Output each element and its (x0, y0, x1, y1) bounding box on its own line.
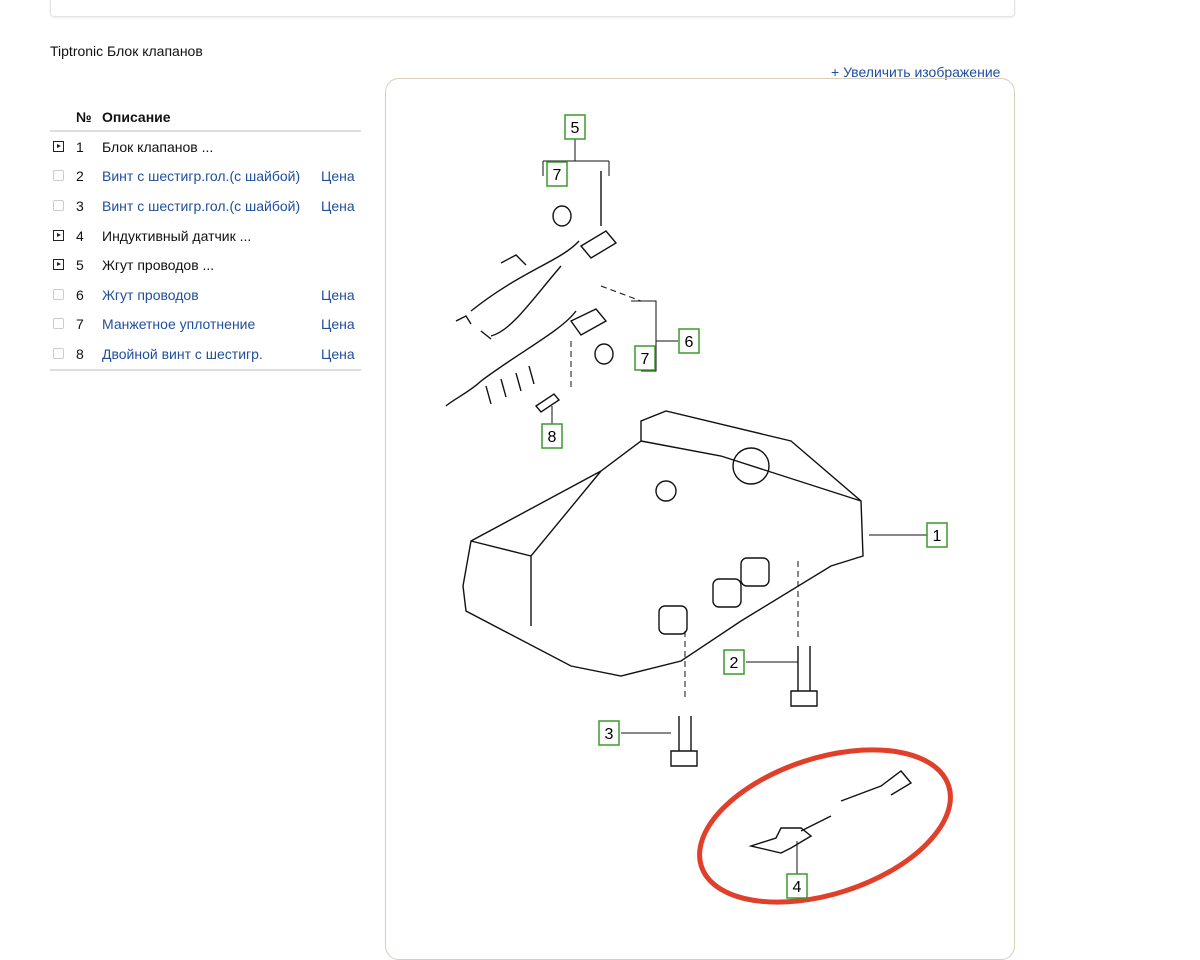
price-link[interactable]: Цена (321, 339, 361, 371)
row-number: 4 (76, 227, 84, 244)
table-row[interactable]: 4 Индуктивный датчик ... (50, 221, 361, 251)
callout-3[interactable]: 3 (598, 720, 620, 746)
parts-diagram: 5 7 7 6 8 1 2 3 4 (385, 78, 1015, 960)
row-number: 5 (76, 257, 84, 274)
table-row[interactable]: 5 Жгут проводов ... (50, 250, 361, 280)
page-title: Tiptronic Блок клапанов (50, 43, 203, 59)
valve-port (732, 447, 770, 485)
wire-harness-6 (445, 308, 608, 407)
checkbox[interactable] (53, 170, 64, 182)
table-row[interactable]: 8 Двойной винт с шестигр. Цена (50, 339, 361, 371)
callout-1[interactable]: 1 (926, 522, 948, 548)
expand-icon[interactable] (53, 229, 64, 241)
row-number: 2 (76, 168, 84, 185)
row-description[interactable]: Двойной винт с шестигр. (102, 339, 321, 371)
price-link[interactable]: Цена (321, 286, 355, 303)
col-description: Описание (102, 104, 321, 132)
callout-label: 7 (553, 167, 562, 184)
wire-harness-5 (455, 171, 618, 340)
checkbox[interactable] (53, 199, 64, 211)
bolt-boss (740, 557, 770, 587)
callout-label: 5 (571, 120, 580, 137)
top-panel (50, 0, 1015, 17)
bolt-boss (712, 578, 742, 608)
col-number: № (76, 104, 102, 132)
price-link[interactable]: Цена (321, 168, 355, 185)
checkbox[interactable] (53, 347, 64, 359)
callout-label: 3 (605, 726, 614, 743)
expand-icon[interactable] (53, 259, 64, 271)
highlight-ellipse (697, 747, 953, 905)
checkbox[interactable] (53, 318, 64, 330)
row-description[interactable]: Индуктивный датчик ... (102, 227, 252, 244)
price-link[interactable] (321, 221, 361, 251)
row-description[interactable]: Манжетное уплотнение (102, 316, 256, 333)
callout-label: 2 (730, 655, 739, 672)
callout-2[interactable]: 2 (723, 649, 745, 675)
callout-label: 7 (641, 351, 650, 368)
row-number: 3 (76, 197, 84, 214)
table-row[interactable]: 1 Блок клапанов ... (50, 131, 361, 162)
row-description[interactable]: Винт с шестигр.гол.(с шайбой) (102, 197, 301, 214)
valve-body (462, 410, 864, 677)
callout-7[interactable]: 7 (546, 161, 568, 187)
bolts (670, 646, 818, 767)
table-row[interactable]: 6 Жгут проводов Цена (50, 280, 361, 310)
parts-table: № Описание 1 Блок клапанов ... 2 Винт с … (50, 104, 361, 371)
stud-bolt (534, 393, 561, 413)
callout-5[interactable]: 5 (564, 114, 586, 140)
callout-label: 6 (685, 334, 694, 351)
seal-ring (594, 343, 614, 365)
row-number: 6 (76, 286, 84, 303)
seal-ring (552, 205, 572, 227)
callout-label: 1 (933, 528, 942, 545)
callout-label: 4 (793, 879, 802, 896)
leader-line (542, 139, 927, 874)
row-number: 7 (76, 316, 84, 333)
enlarge-image-link[interactable]: + Увеличить изображение (831, 64, 1001, 80)
table-row[interactable]: 3 Винт с шестигр.гол.(с шайбой) Цена (50, 191, 361, 221)
exploded-view-drawing: 5 7 7 6 8 1 2 3 4 (445, 114, 953, 905)
bolt-boss (658, 605, 688, 635)
row-number: 1 (76, 138, 84, 155)
table-row[interactable]: 7 Манжетное уплотнение Цена (50, 310, 361, 340)
expand-icon[interactable] (53, 140, 64, 152)
price-link[interactable]: Цена (321, 316, 355, 333)
table-row[interactable]: 2 Винт с шестигр.гол.(с шайбой) Цена (50, 162, 361, 192)
callout-label: 8 (548, 429, 557, 446)
checkbox[interactable] (53, 288, 64, 300)
callout-8[interactable]: 8 (541, 423, 563, 449)
price-link[interactable] (321, 131, 361, 162)
row-description[interactable]: Жгут проводов (102, 286, 199, 303)
row-description[interactable]: Винт с шестигр.гол.(с шайбой) (102, 168, 301, 185)
row-number: 8 (76, 339, 102, 371)
leader-dash (570, 285, 799, 701)
price-link[interactable]: Цена (321, 197, 355, 214)
callout-6[interactable]: 6 (678, 328, 700, 354)
inductive-sensor (748, 770, 913, 854)
row-description[interactable]: Жгут проводов ... (102, 257, 215, 274)
callout-7[interactable]: 7 (634, 345, 656, 371)
valve-port (655, 480, 677, 502)
price-link[interactable] (321, 250, 361, 280)
row-description[interactable]: Блок клапанов ... (102, 138, 214, 155)
callout-4[interactable]: 4 (786, 873, 808, 899)
